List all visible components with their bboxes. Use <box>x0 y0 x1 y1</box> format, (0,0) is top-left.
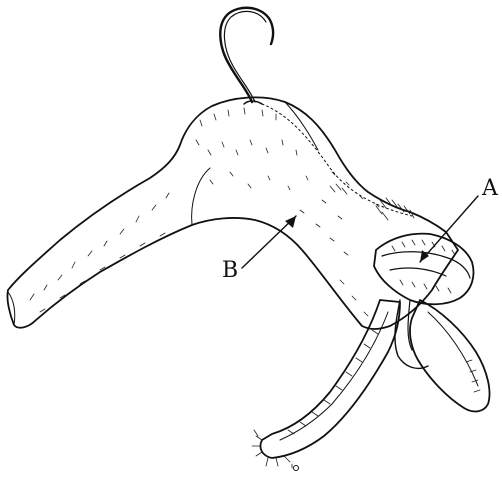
leather-strap <box>410 300 490 411</box>
padded-hanger-body <box>7 97 458 329</box>
rope-tail <box>252 300 400 471</box>
label-b: B <box>222 260 238 282</box>
arrow-b <box>242 216 296 268</box>
arrow-a <box>420 196 478 262</box>
pointer-arrows <box>242 196 478 268</box>
label-a: A <box>482 178 498 200</box>
hanger-hook <box>220 8 273 104</box>
shading <box>330 184 414 220</box>
arrow-b-head <box>285 216 296 228</box>
